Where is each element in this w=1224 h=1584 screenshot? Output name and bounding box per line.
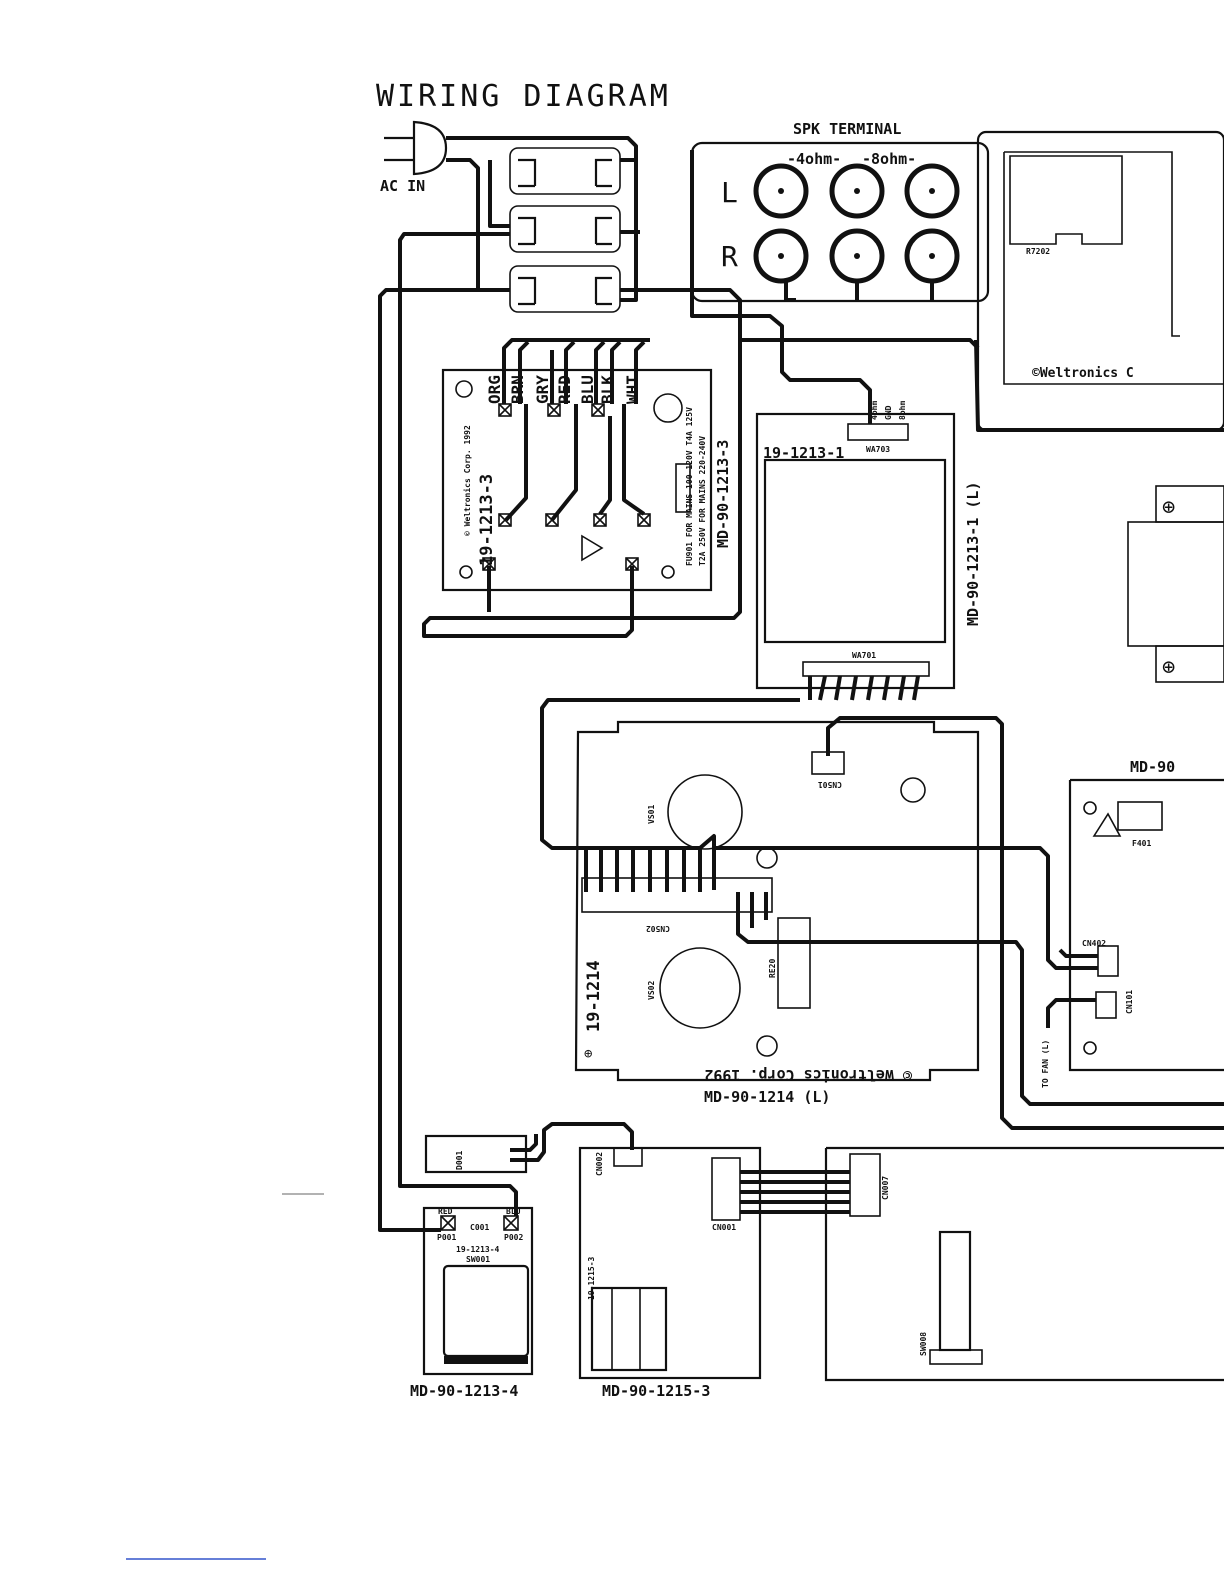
transformer: ⊕ ⊕ [1127, 485, 1224, 683]
wiring-harness [378, 136, 1224, 1232]
connector-wa703 [847, 423, 909, 441]
wire-label-blu: BLU [578, 375, 597, 404]
spk-4ohm-label: -4ohm- [787, 150, 841, 168]
board-bottom-right [824, 1146, 1224, 1382]
board-1-conn-bottom-label: WA701 [852, 651, 876, 660]
svg-text:⊕: ⊕ [1162, 655, 1175, 680]
board-1-pin-8ohm: 8ohm [898, 401, 907, 420]
right-copyright: ©Weltronics C [1032, 366, 1134, 381]
board-3-fuse-note-2: T2A 250V FOR MAINS 220-240V [698, 436, 707, 566]
board-1-pcb-label: 19-1213-1 [763, 444, 844, 462]
board-1-pin-gnd: GND [884, 405, 893, 420]
board-1214-copyright: © Weltronics Corp. 1992 [704, 1066, 912, 1084]
board-4-p2: P002 [504, 1233, 523, 1242]
terminal-block [509, 147, 621, 313]
board-5-pcb: 19-1215-3 [587, 1256, 596, 1300]
speaker-jacks [753, 163, 960, 284]
board-4-pcb: 19-1213-4 [456, 1245, 500, 1254]
board-5-cn2: CN001 [712, 1223, 736, 1232]
board-5-model: MD-90-1215-3 [602, 1382, 710, 1400]
board-1-pin-4ohm: 4ohm [870, 401, 879, 420]
board-1214-vs1: VS01 [647, 805, 656, 824]
board-1215-3 [578, 1146, 762, 1380]
board-4-sw: SW001 [466, 1255, 490, 1264]
diagram-title: WIRING DIAGRAM [376, 79, 671, 114]
board-right [1068, 778, 1224, 1072]
wire-label-wht: WHT [623, 375, 642, 404]
led-board [424, 1134, 528, 1174]
wire-label-brn: BRN [508, 375, 527, 404]
board-3-model-label: MD-90-1213-3 [714, 440, 732, 548]
board-right-fuse: F401 [1132, 839, 1151, 848]
board-1214-pcb-label: 19-1214 [584, 960, 604, 1032]
board-1213-4 [422, 1206, 534, 1376]
svg-text:⊕: ⊕ [584, 1046, 593, 1062]
board-4-model: MD-90-1213-4 [410, 1382, 518, 1400]
spk-terminal-title: SPK TERMINAL [793, 120, 901, 138]
board-1214-conn: CN501 [818, 780, 842, 789]
ac-plug-icon [384, 120, 448, 176]
spk-right-label: R [721, 240, 738, 273]
board-5-cn1: CN002 [595, 1152, 604, 1176]
board-5-sw: SW008 [919, 1332, 928, 1356]
wire-label-blk: BLK [598, 375, 617, 404]
svg-text:R7202: R7202 [1026, 247, 1050, 256]
board-3-pads [482, 403, 691, 571]
wire-label-org: ORG [485, 375, 504, 404]
spk-left-label: L [721, 176, 738, 209]
board-right-cn1: CN402 [1082, 939, 1106, 948]
board-right-fan: TO FAN (L) [1041, 1040, 1050, 1088]
board-1214-model-label: MD-90-1214 (L) [704, 1088, 830, 1106]
board-1-conn-top-label: WA703 [866, 445, 890, 454]
board-1214 [574, 720, 980, 1082]
led-label: D001 [455, 1151, 464, 1170]
board-1214-res: RE20 [768, 959, 777, 978]
board-5-cn3: CN007 [881, 1176, 890, 1200]
board-3-copyright: © Weltronics Corp. 1992 [462, 425, 472, 536]
board-4-blu: BLU [506, 1207, 521, 1216]
board-1213-3 [441, 368, 713, 592]
board-4-p1: P001 [437, 1233, 456, 1242]
board-4-cap: C001 [470, 1223, 489, 1232]
right-top-board: R7202 [976, 130, 1224, 432]
board-1214-vs2: VS02 [647, 981, 656, 1000]
board-right-cn2: CN101 [1125, 990, 1134, 1014]
svg-text:⊕: ⊕ [1162, 495, 1175, 520]
spk-8ohm-label: -8ohm- [862, 150, 916, 168]
ac-in-label: AC IN [380, 177, 425, 195]
board-right-model: MD-90 [1130, 758, 1175, 776]
board-3-pcb-label: 19-1213-3 [477, 474, 497, 566]
board-4-red: RED [438, 1207, 453, 1216]
board-1214-conn2: CN502 [646, 924, 670, 933]
wire-label-gry: GRY [533, 375, 552, 404]
board-1-model-label: MD-90-1213-1 (L) [964, 482, 982, 627]
connector-wa701 [802, 661, 930, 677]
